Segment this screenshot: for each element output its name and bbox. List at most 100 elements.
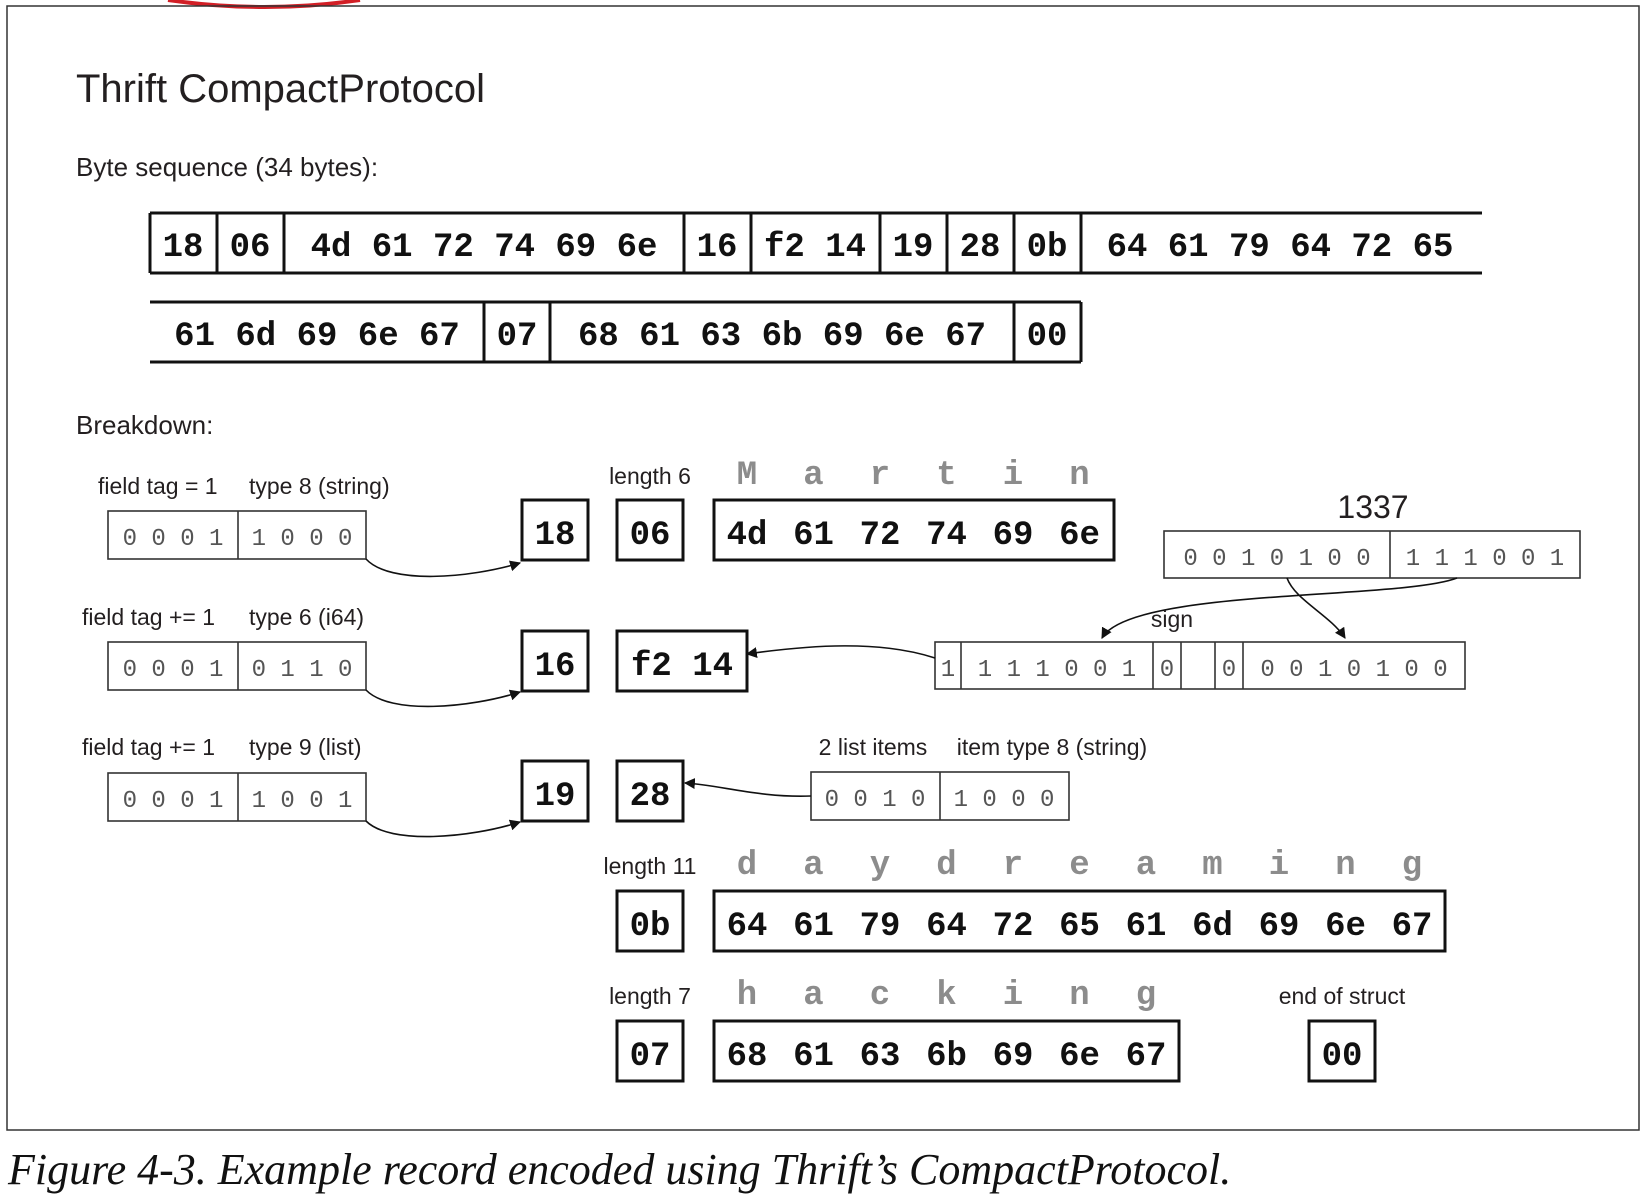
field2-byte: 16 <box>535 648 576 686</box>
list-type-label: item type 8 (string) <box>957 734 1147 760</box>
item2-byte: 68 <box>727 1038 768 1076</box>
item2-byte: 6b <box>926 1038 967 1076</box>
encoded-bit: 0 <box>1222 657 1236 684</box>
name-length-byte: 06 <box>630 517 671 555</box>
item1-letter: n <box>1335 847 1355 885</box>
field2-tag-label: field tag += 1 <box>82 604 215 630</box>
item1-letter: d <box>936 847 956 885</box>
field3-type-label: type 9 (list) <box>249 734 361 760</box>
diagram-title: Thrift CompactProtocol <box>76 67 485 111</box>
item2-length-label: length 7 <box>609 983 691 1009</box>
seq-byte: 0b <box>1027 229 1068 267</box>
item2-letter: c <box>870 977 890 1015</box>
item2-byte: 6e <box>1059 1038 1100 1076</box>
item1-letter: y <box>870 847 890 885</box>
name-letter: a <box>803 457 823 495</box>
field2-value-bytes: f2 14 <box>631 648 733 686</box>
name-byte: 4d <box>727 517 768 555</box>
seq-byte: 16 <box>697 229 738 267</box>
field2-tag-bits: 0 0 0 1 <box>123 657 224 684</box>
item2-letter: k <box>936 977 956 1015</box>
encoded-bit: 0 0 1 0 1 0 0 <box>1260 657 1447 684</box>
encoded-bit: 1 <box>941 657 955 684</box>
item1-byte: 64 <box>727 908 768 946</box>
item1-byte: 69 <box>1259 908 1300 946</box>
list-count-bits: 0 0 1 0 <box>825 787 926 814</box>
field3-tag-bits: 0 0 0 1 <box>123 788 224 815</box>
item2-byte: 63 <box>860 1038 901 1076</box>
list-count-label: 2 list items <box>819 734 928 760</box>
item1-letter: d <box>737 847 757 885</box>
name-byte: 61 <box>793 517 834 555</box>
field3-list-byte: 28 <box>630 778 671 816</box>
field1-type-bits: 1 0 0 0 <box>252 526 353 553</box>
item2-byte: 69 <box>993 1038 1034 1076</box>
item1-byte: 79 <box>860 908 901 946</box>
field2-group: field tag += 1 type 6 (i64) 0 0 0 1 0 1 … <box>82 604 749 708</box>
seq-byte: 06 <box>230 229 271 267</box>
item1-length-label: length 11 <box>604 853 697 879</box>
item2-byte: 61 <box>793 1038 834 1076</box>
field1-byte: 18 <box>535 517 576 555</box>
name-letter: t <box>936 457 956 495</box>
sequence-row-1: 18 06 4d 61 72 74 69 6e 16 f2 14 19 28 0… <box>148 211 1482 275</box>
number-high-bits: 0 0 1 0 1 0 0 <box>1183 546 1370 573</box>
item1-byte: 6e <box>1325 908 1366 946</box>
field1-tag-bits: 0 0 0 1 <box>123 526 224 553</box>
item2-byte: 67 <box>1126 1038 1167 1076</box>
item2-letter: g <box>1136 977 1156 1015</box>
end-label: end of struct <box>1279 983 1406 1009</box>
item1-letter: r <box>1003 847 1023 885</box>
sign-label: sign <box>1151 606 1193 632</box>
item2-letter: h <box>737 977 757 1015</box>
field1-group: field tag = 1 type 8 (string) 0 0 0 1 1 … <box>98 473 590 578</box>
seq-byte: f2 14 <box>764 229 866 267</box>
field2-type-label: type 6 (i64) <box>249 604 364 630</box>
name-byte: 74 <box>926 517 967 555</box>
seq-byte: 4d 61 72 74 69 6e <box>311 229 658 267</box>
item1-byte: 65 <box>1059 908 1100 946</box>
number-value-label: 1337 <box>1337 489 1408 525</box>
byte-sequence-label: Byte sequence (34 bytes): <box>76 152 378 182</box>
number-group: 1337 0 0 1 0 1 0 0 1 1 1 0 0 1 sign 1 1 … <box>745 489 1581 690</box>
item1-length-byte: 0b <box>630 908 671 946</box>
item2-length-byte: 07 <box>630 1038 671 1076</box>
breakdown-label: Breakdown: <box>76 410 213 440</box>
item1-letter: e <box>1069 847 1089 885</box>
seq-byte: 00 <box>1027 318 1068 356</box>
seq-byte: 18 <box>163 229 204 267</box>
item1-letter: m <box>1202 847 1222 885</box>
encoded-bit: 1 1 1 0 0 1 <box>978 657 1136 684</box>
seq-byte: 07 <box>497 318 538 356</box>
end-byte: 00 <box>1322 1038 1363 1076</box>
item1-letter: g <box>1402 847 1422 885</box>
field3-type-bits: 1 0 0 1 <box>252 788 353 815</box>
name-letter: r <box>870 457 890 495</box>
item1-byte: 61 <box>793 908 834 946</box>
seq-byte: 68 61 63 6b 69 6e 67 <box>578 318 986 356</box>
item1-letter: a <box>1136 847 1156 885</box>
encoded-bit: 0 <box>1160 657 1174 684</box>
list-type-bits: 1 0 0 0 <box>954 787 1055 814</box>
name-letter: i <box>1003 457 1023 495</box>
name-length-label: length 6 <box>609 463 691 489</box>
item2-letter: i <box>1003 977 1023 1015</box>
item1-byte: 67 <box>1392 908 1433 946</box>
item1-byte: 64 <box>926 908 967 946</box>
sequence-row-2: 61 6d 69 6e 67 07 68 61 63 6b 69 6e 67 0… <box>150 300 1083 364</box>
item2-letter: n <box>1069 977 1089 1015</box>
field3-tag-label: field tag += 1 <box>82 734 215 760</box>
field3-byte: 19 <box>535 778 576 816</box>
item1-letter: i <box>1269 847 1289 885</box>
name-letter: M <box>737 457 757 495</box>
field1-type-label: type 8 (string) <box>249 473 390 499</box>
number-low-bits: 1 1 1 0 0 1 <box>1406 546 1564 573</box>
name-letter: n <box>1069 457 1089 495</box>
end-group: end of struct 00 <box>1279 983 1406 1083</box>
item1-byte: 61 <box>1126 908 1167 946</box>
seq-byte: 64 61 79 64 72 65 <box>1107 229 1454 267</box>
